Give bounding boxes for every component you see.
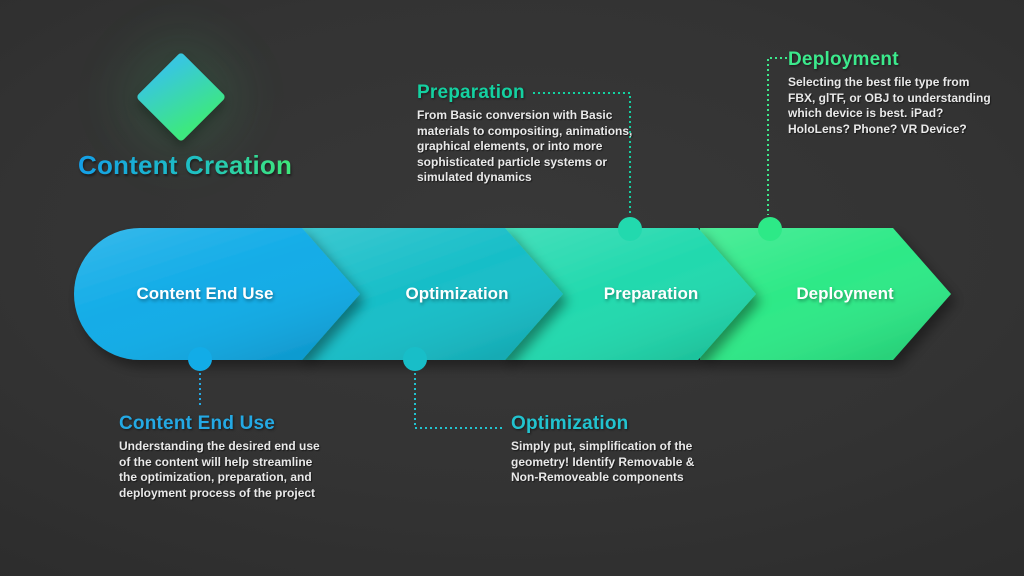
- chevron-content-end-use: [74, 228, 360, 360]
- stage-label-deployment: Deployment: [796, 284, 894, 303]
- stage-label-optimization: Optimization: [405, 284, 509, 303]
- connector-optimization: [414, 373, 505, 429]
- dot-preparation: [618, 217, 642, 241]
- callout-deployment: Deployment Selecting the best file type …: [788, 49, 1024, 137]
- callout-body: Selecting the best file type from FBX, g…: [788, 75, 991, 136]
- stage-label-preparation: Preparation: [603, 284, 699, 303]
- dot-optimization: [403, 347, 427, 371]
- callout-title: Content End Use: [119, 413, 276, 434]
- callout-body: From Basic conversion with Basic materia…: [417, 108, 633, 184]
- callout-title: Deployment: [788, 49, 899, 70]
- dot-deployment: [758, 217, 782, 241]
- callout-body: Understanding the desired end use of the…: [119, 439, 320, 500]
- callout-content-end-use: Content End Use Understanding the desire…: [119, 413, 369, 501]
- connector-preparation: [533, 92, 631, 215]
- chevron-optimization: [302, 228, 563, 360]
- callout-preparation: Preparation From Basic conversion with B…: [417, 82, 667, 186]
- callout-optimization: Optimization Simply put, simplification …: [511, 413, 761, 486]
- stage-label-content-end-use: Content End Use: [136, 284, 274, 303]
- callout-title: Optimization: [511, 413, 629, 434]
- chevron-preparation: [505, 228, 756, 360]
- brand-title: Content Creation: [78, 150, 293, 180]
- connector-deployment: [767, 57, 787, 215]
- callout-body: Simply put, simplification of the geomet…: [511, 439, 695, 484]
- callout-title: Preparation: [417, 82, 525, 103]
- dot-content-end-use: [188, 347, 212, 371]
- chevron-deployment: [700, 228, 951, 360]
